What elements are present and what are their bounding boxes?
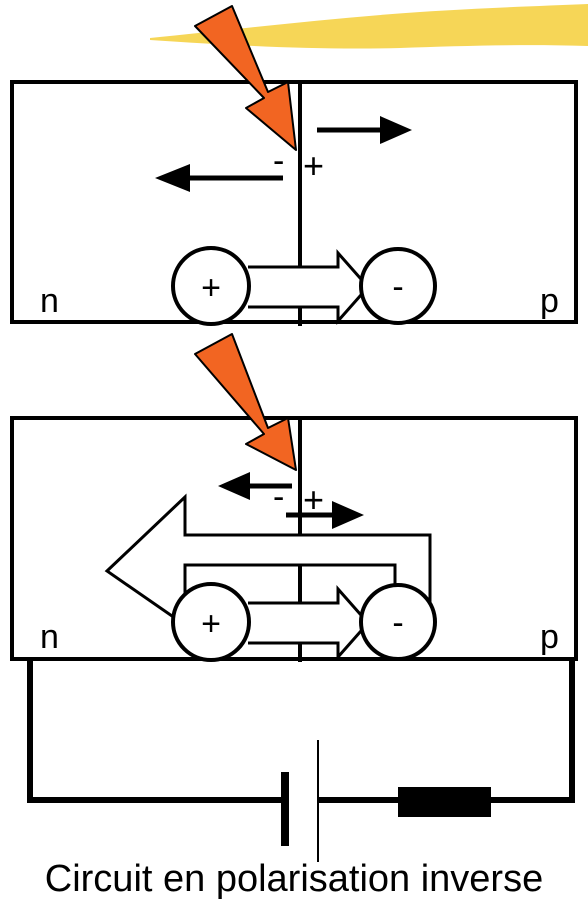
bottom-left-field-arrow: [218, 472, 292, 500]
top-hole-label: +: [201, 269, 221, 307]
bottom-n-label: n: [40, 618, 59, 656]
top-left-field-arrow: [155, 164, 283, 192]
header-banner: [150, 4, 588, 49]
bottom-panel: - + + - n p: [10, 333, 578, 662]
top-panel-box: [10, 80, 578, 324]
diagram-caption: Circuit en polarisation inverse: [44, 858, 544, 900]
bottom-light-arrow: [194, 333, 297, 471]
external-circuit: [27, 660, 575, 862]
top-electron-label: -: [392, 268, 403, 306]
bottom-hollow-arrow: [248, 585, 371, 661]
top-n-label: n: [40, 282, 59, 320]
top-p-label: p: [540, 282, 559, 320]
top-right-field-arrow: [317, 116, 412, 144]
top-light-arrow: [194, 5, 297, 151]
bottom-charge-minus: -: [273, 478, 284, 516]
bottom-hole-carrier: +: [171, 582, 251, 662]
bottom-hole-label: +: [201, 605, 221, 643]
top-charge-minus: -: [273, 142, 284, 180]
top-charge-plus: +: [303, 145, 324, 186]
circuit-wire: [27, 660, 285, 803]
resistor: [398, 787, 491, 817]
bottom-electron-label: -: [392, 604, 403, 642]
bottom-charge-plus: +: [303, 479, 324, 520]
bottom-p-label: p: [540, 618, 559, 656]
top-hole-carrier: +: [171, 246, 251, 326]
circuit-wire-right-return: [490, 660, 575, 803]
bottom-panel-box: [10, 416, 578, 661]
top-panel: - + + - n p: [10, 5, 578, 326]
top-electron-carrier: -: [359, 247, 437, 325]
bottom-electron-carrier: -: [359, 583, 437, 661]
bottom-large-hollow-arrow: [104, 493, 432, 628]
bottom-right-field-arrow: [286, 501, 364, 529]
top-hollow-arrow: [248, 249, 371, 325]
